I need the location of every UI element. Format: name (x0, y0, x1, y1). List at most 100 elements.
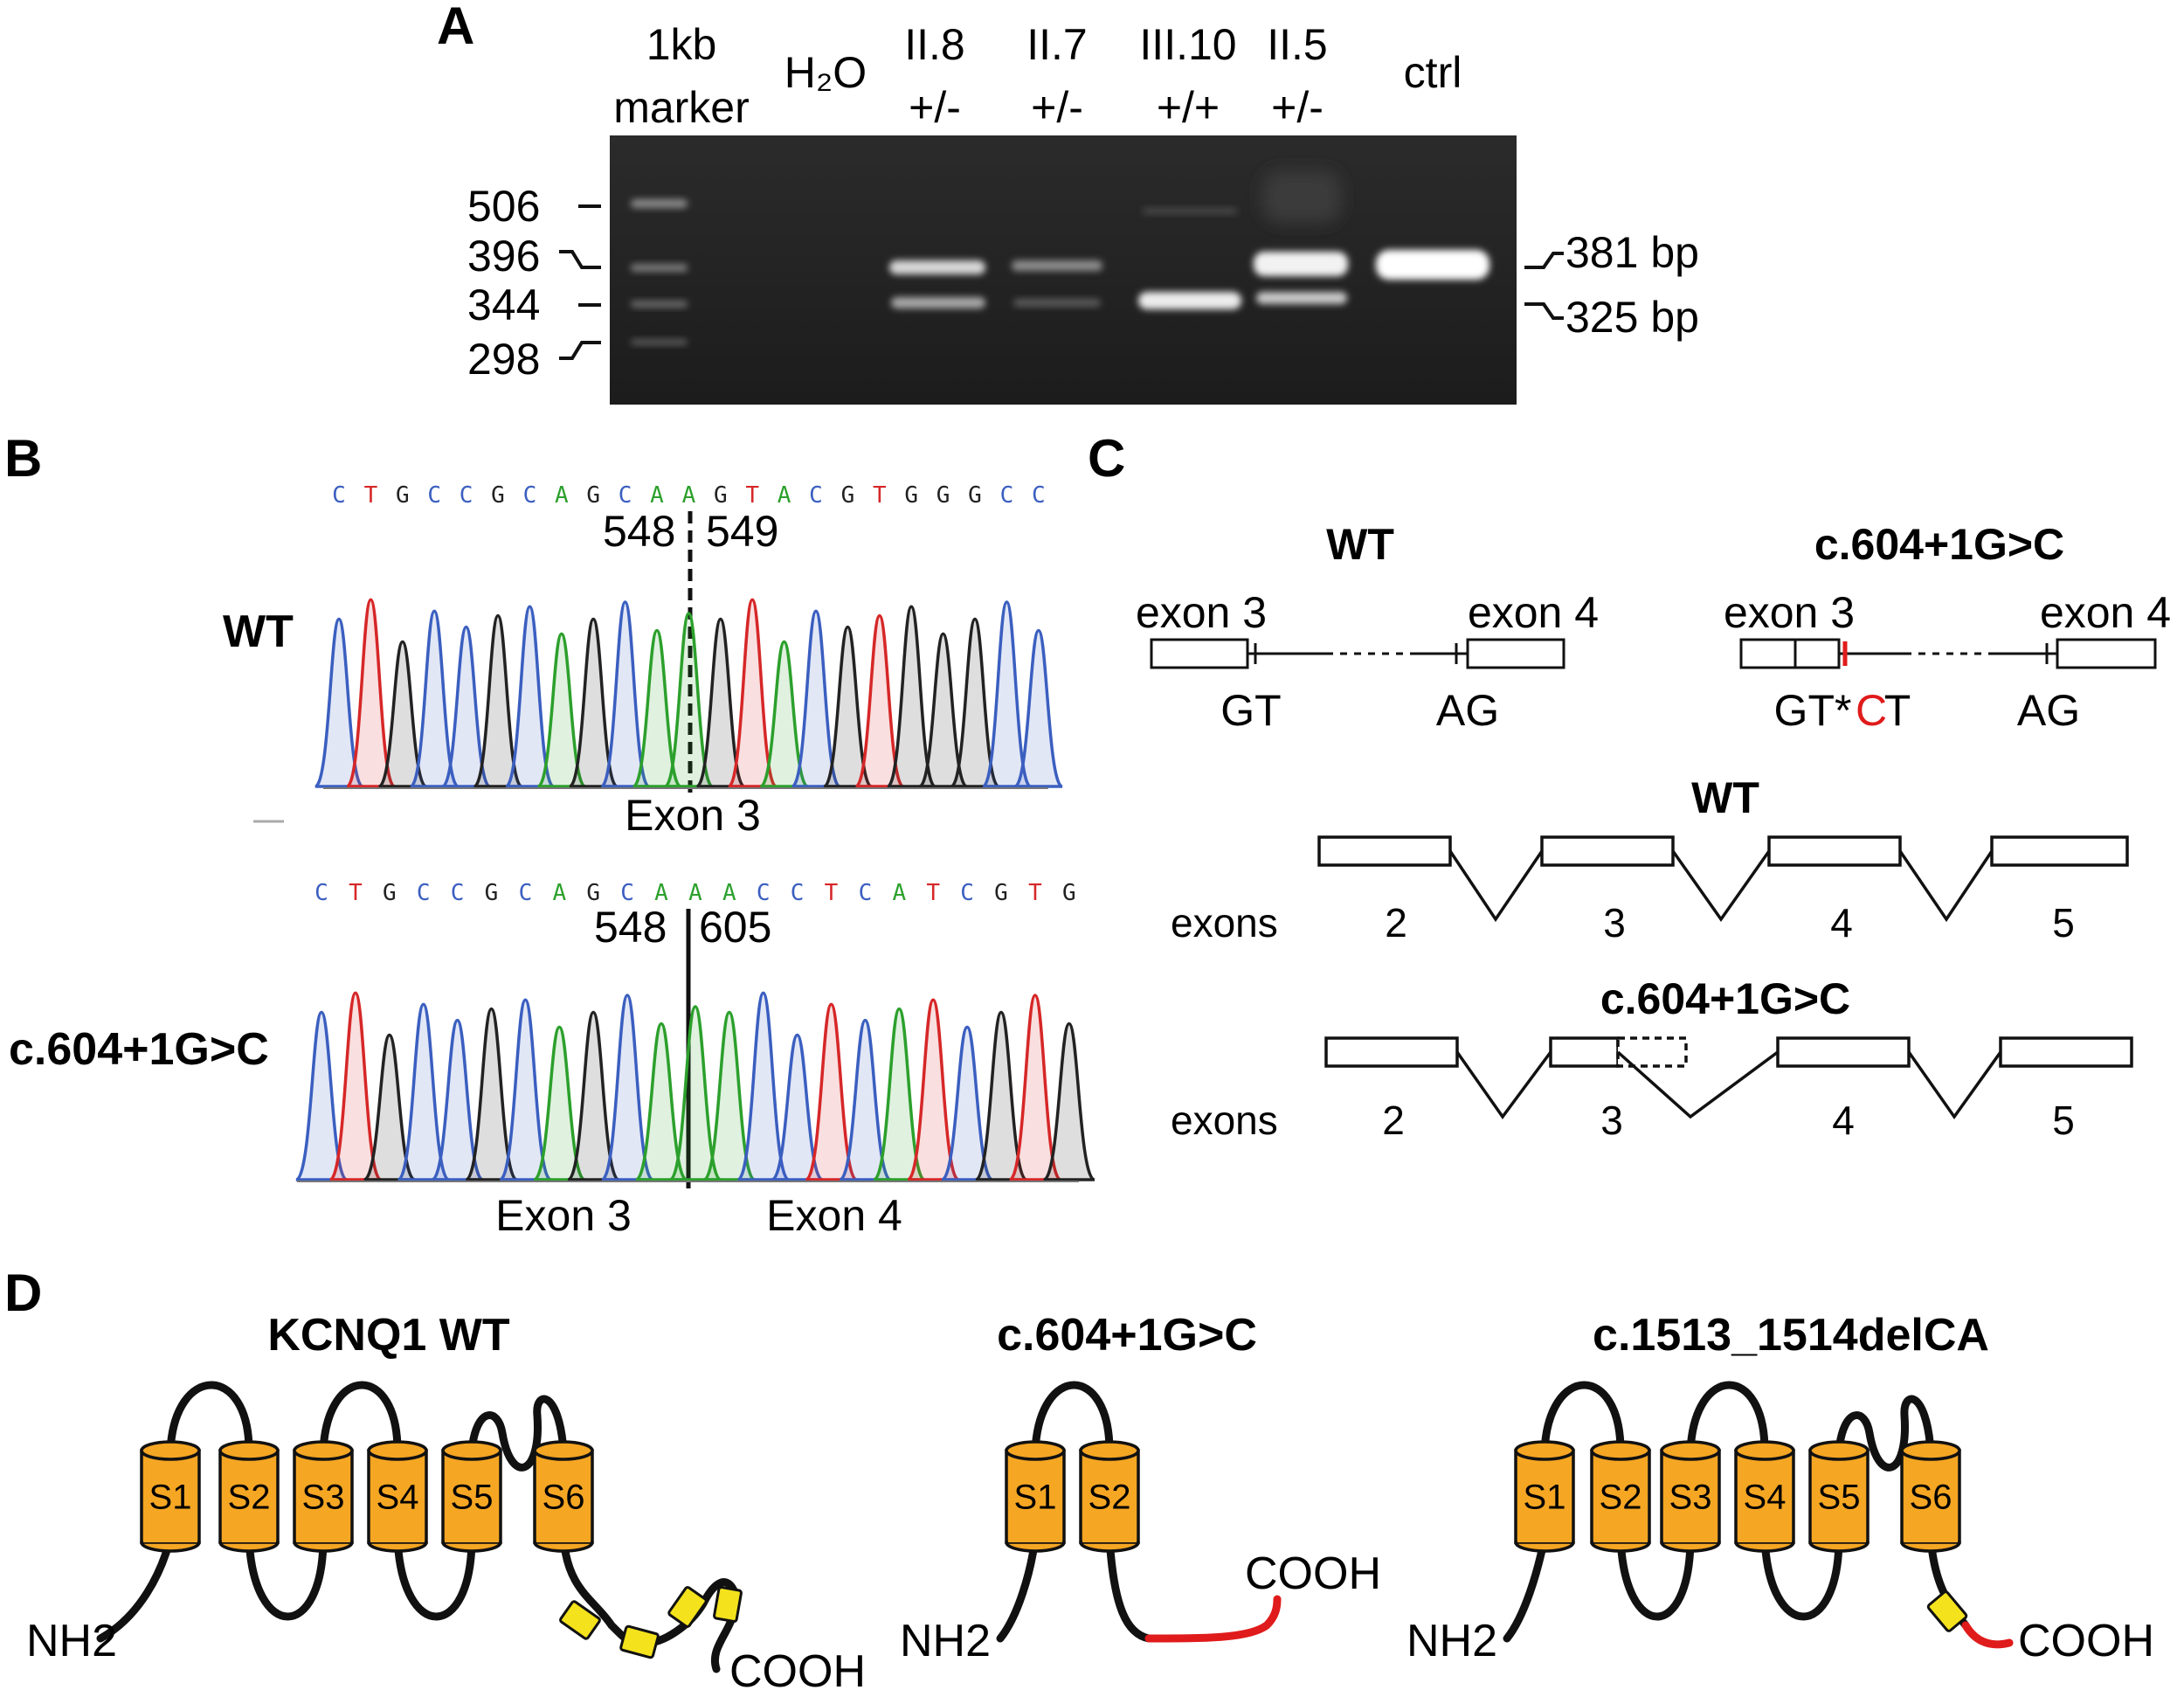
wt-position-548: 548 (603, 507, 675, 556)
mutant-splice-gene (1739, 638, 2157, 669)
mutant-exon4-label: Exon 4 (766, 1191, 902, 1240)
wt-exon3-label: Exon 3 (625, 791, 761, 840)
wt-helix-s2: S2 (218, 1440, 280, 1553)
wt-exon-3: 3 (1603, 900, 1626, 945)
mutant-base-11: A (688, 880, 702, 906)
mutant-base-2: G (383, 880, 397, 906)
deletion-helix-label-s4: S4 (1744, 1479, 1787, 1517)
lane-genotype-iii10: +/+ (1157, 83, 1220, 132)
mutant-base-7: A (552, 880, 566, 906)
wt-helix-s1: S1 (140, 1440, 201, 1553)
wt-base-19: G (936, 482, 950, 509)
mutant-c-base: C (1856, 686, 1887, 735)
mutant-chromatogram (294, 991, 1095, 1181)
wt-peak-1 (345, 598, 397, 788)
mutant-exons-label: exons (1171, 1098, 1278, 1143)
wt-base-4: C (460, 482, 473, 509)
mutant-peak-18 (907, 998, 960, 1181)
splice-site-wt-title: WT (1326, 520, 1394, 569)
panel-d-letter: D (4, 1264, 42, 1322)
deletion-n-terminus: NH2 (1406, 1616, 1497, 1666)
mutant-base-21: T (1028, 880, 1042, 906)
panel-a: A 1kb marker H₂O II.8 +/- II.7 +/- III.1… (437, 0, 1699, 405)
deletion-helix-s6: S6 (1900, 1440, 1961, 1553)
wt-base-16: G (841, 482, 855, 509)
wt-exons-label: exons (1171, 900, 1278, 945)
mutant-base-17: A (892, 880, 906, 906)
mutant-base-19: C (960, 880, 974, 906)
deletion-helix-label-s6: S6 (1910, 1479, 1952, 1517)
lane-label-water: H₂O (784, 48, 867, 97)
lane-genotype-ii7: +/- (1031, 83, 1083, 132)
gel-bands (631, 170, 1489, 345)
mutant-base-15: T (825, 880, 839, 906)
mutant-peak-9 (600, 994, 654, 1181)
wt-n-terminus: NH2 (26, 1616, 117, 1666)
panel-d: D KCNQ1 WT c.604+1G>C c.1513_1514delCA S… (4, 1264, 2154, 1690)
lane-label-ii5: II.5 (1267, 20, 1327, 69)
wt-base-10: A (650, 482, 664, 509)
wt-exon4-label: exon 4 (1468, 588, 1599, 637)
deletion-helix-label-s5: S5 (1818, 1479, 1861, 1517)
mutant-base-3: C (417, 880, 431, 906)
panel-c-letter: C (1088, 429, 1125, 488)
wt-peak-18 (886, 605, 937, 788)
wt-base-12: G (714, 482, 728, 509)
mutant-base-12: A (722, 880, 736, 906)
deletion-variant-title: c.1513_1514delCA (1593, 1310, 1989, 1361)
band-size-381: 381 bp (1565, 228, 1699, 277)
mutant-base-22: G (1062, 880, 1076, 906)
wt-helix-label-s2: S2 (228, 1479, 271, 1517)
mutant-exon-5: 5 (2052, 1098, 2075, 1143)
mutant-peak-3 (397, 1002, 450, 1181)
splice-site-mutant-title: c.604+1G>C (1814, 520, 2064, 569)
splicing-wt-title: WT (1691, 773, 1759, 822)
mutant-gt-star: GT* (1774, 686, 1852, 735)
deletion-helices: S1 S2 S3 S4 S5 S6 (1514, 1440, 1961, 1553)
mutant-base-8: G (586, 880, 600, 906)
mutant-peak-15 (805, 1002, 858, 1181)
panel-c: C WT exon 3 exon 4 GT AG c.604+1G>C exon… (1088, 429, 2171, 1143)
wt-helix-label-s6: S6 (543, 1479, 585, 1517)
lane-label-ii8: II.8 (904, 20, 964, 69)
wt-helix-s4: S4 (367, 1440, 428, 1553)
marker-ticks (559, 204, 601, 360)
wt-base-6: C (523, 482, 537, 509)
splice-helices: S1 S2 (1005, 1440, 1140, 1553)
deletion-helix-label-s3: S3 (1669, 1479, 1712, 1517)
lane-label-ctrl: ctrl (1404, 48, 1462, 97)
wt-splicing-diagram (1317, 835, 2129, 923)
lane-label-marker-2: marker (613, 83, 750, 132)
mutant-splicing-diagram (1324, 1036, 2133, 1120)
splice-helix-label-s2: S2 (1089, 1479, 1131, 1517)
mutant-base-4: C (451, 880, 465, 906)
mutant-position-605: 605 (699, 903, 771, 952)
mutant-base-5: G (485, 880, 499, 906)
wt-helix-label-s1: S1 (149, 1479, 192, 1517)
mutant-base-6: C (519, 880, 533, 906)
deletion-helix-s1: S1 (1514, 1440, 1575, 1553)
mutant-position-548: 548 (594, 903, 667, 952)
wt-base-7: A (555, 482, 569, 509)
mutant-base-0: C (314, 880, 328, 906)
mutant-t-base: T (1884, 686, 1911, 735)
wt-peak-3 (409, 609, 460, 788)
splice-helix-label-s1: S1 (1014, 1479, 1057, 1517)
deletion-helix-s4: S4 (1734, 1440, 1795, 1553)
wt-base-18: G (904, 482, 918, 509)
marker-size-506: 506 (467, 182, 540, 231)
wt-chromatogram (313, 598, 1064, 788)
wt-base-8: G (586, 482, 600, 509)
wt-exon-2: 2 (1385, 900, 1407, 945)
kcnq1-wt-title: KCNQ1 WT (267, 1310, 510, 1361)
wt-base-13: T (745, 482, 759, 509)
wt-base-21: C (1000, 482, 1014, 509)
mutant-base-18: T (926, 880, 940, 906)
panel-b-letter: B (4, 429, 42, 488)
wt-helix-s3: S3 (293, 1440, 354, 1553)
deletion-helix-label-s2: S2 (1600, 1479, 1642, 1517)
wt-peak-22 (1013, 628, 1064, 788)
